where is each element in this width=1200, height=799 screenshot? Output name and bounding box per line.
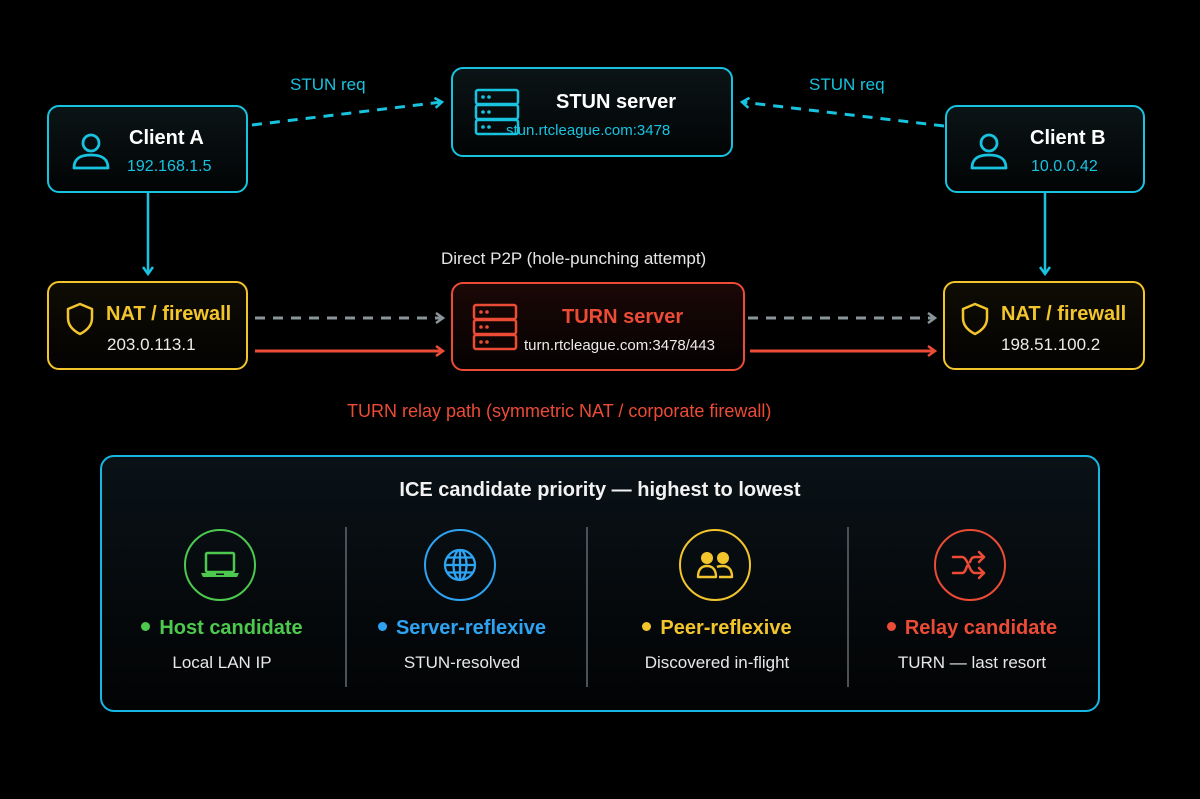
nat-b-title: NAT / firewall xyxy=(1001,303,1127,325)
candidate-name: Relay candidate xyxy=(904,617,1058,639)
direct-p2p-label: Direct P2P (hole-punching attempt) xyxy=(441,249,707,268)
candidate-desc: Discovered in-flight xyxy=(644,653,790,672)
turn-server-address: turn.rtcleague.com:3478/443 xyxy=(524,337,715,354)
column-divider xyxy=(345,527,347,687)
user-icon xyxy=(72,133,110,170)
client-b-title: Client B xyxy=(1030,127,1106,149)
nat-a-title: NAT / firewall xyxy=(106,303,232,325)
ice-candidate-panel: ICE candidate priority — highest to lowe… xyxy=(100,455,1100,712)
client-a-title: Client A xyxy=(129,127,204,149)
stun-req-arrow-b xyxy=(742,102,945,128)
nat-firewall-a-node[interactable]: NAT / firewall 203.0.113.1 xyxy=(47,281,248,370)
stun-server-node[interactable]: STUN server stun.rtcleague.com:3478 xyxy=(451,67,733,157)
turn-server-title: TURN server xyxy=(562,306,684,328)
candidate-relay[interactable]: Relay candidate TURN — last resort xyxy=(852,529,1092,689)
candidate-name: Host candidate xyxy=(159,617,303,639)
turn-server-node[interactable]: TURN server turn.rtcleague.com:3478/443 xyxy=(451,282,745,371)
shuffle-icon xyxy=(934,529,1006,601)
client-b-node[interactable]: Client B 10.0.0.42 xyxy=(945,105,1145,193)
stun-server-address: stun.rtcleague.com:3478 xyxy=(506,122,671,139)
candidate-desc: Local LAN IP xyxy=(172,653,272,672)
users-icon xyxy=(679,529,751,601)
status-dot xyxy=(141,622,151,632)
candidate-desc: TURN — last resort xyxy=(897,653,1047,672)
nat-b-address: 198.51.100.2 xyxy=(1001,335,1101,354)
stun-server-title: STUN server xyxy=(556,91,677,113)
stun-req-label-right: STUN req xyxy=(809,75,885,94)
nat-a-address: 203.0.113.1 xyxy=(107,335,196,354)
stun-req-label-left: STUN req xyxy=(290,75,366,94)
candidate-name: Peer-reflexive xyxy=(660,617,792,639)
status-dot xyxy=(377,622,387,632)
ice-panel-title: ICE candidate priority — highest to lowe… xyxy=(399,479,801,501)
column-divider xyxy=(847,527,849,687)
candidate-desc: STUN-resolved xyxy=(403,653,521,672)
candidate-peer-reflexive[interactable]: Peer-reflexive Discovered in-flight xyxy=(597,529,837,689)
user-icon xyxy=(970,133,1008,170)
status-dot xyxy=(642,622,652,632)
laptop-icon xyxy=(184,529,256,601)
server-icon xyxy=(474,88,520,136)
client-a-address: 192.168.1.5 xyxy=(127,158,212,175)
shield-icon xyxy=(961,302,989,336)
stun-req-arrow-a xyxy=(251,102,442,127)
status-dot xyxy=(886,622,896,632)
turn-relay-path-label: TURN relay path (symmetric NAT / corpora… xyxy=(347,401,772,421)
globe-icon xyxy=(424,529,496,601)
candidate-name: Server-reflexive xyxy=(395,617,547,639)
shield-icon xyxy=(66,302,94,336)
column-divider xyxy=(586,527,588,687)
candidate-host[interactable]: Host candidate Local LAN IP xyxy=(102,529,342,689)
client-a-node[interactable]: Client A 192.168.1.5 xyxy=(47,105,248,193)
candidate-server-reflexive[interactable]: Server-reflexive STUN-resolved xyxy=(342,529,582,689)
client-b-address: 10.0.0.42 xyxy=(1031,158,1098,175)
nat-firewall-b-node[interactable]: NAT / firewall 198.51.100.2 xyxy=(943,281,1145,370)
server-icon xyxy=(472,303,518,351)
